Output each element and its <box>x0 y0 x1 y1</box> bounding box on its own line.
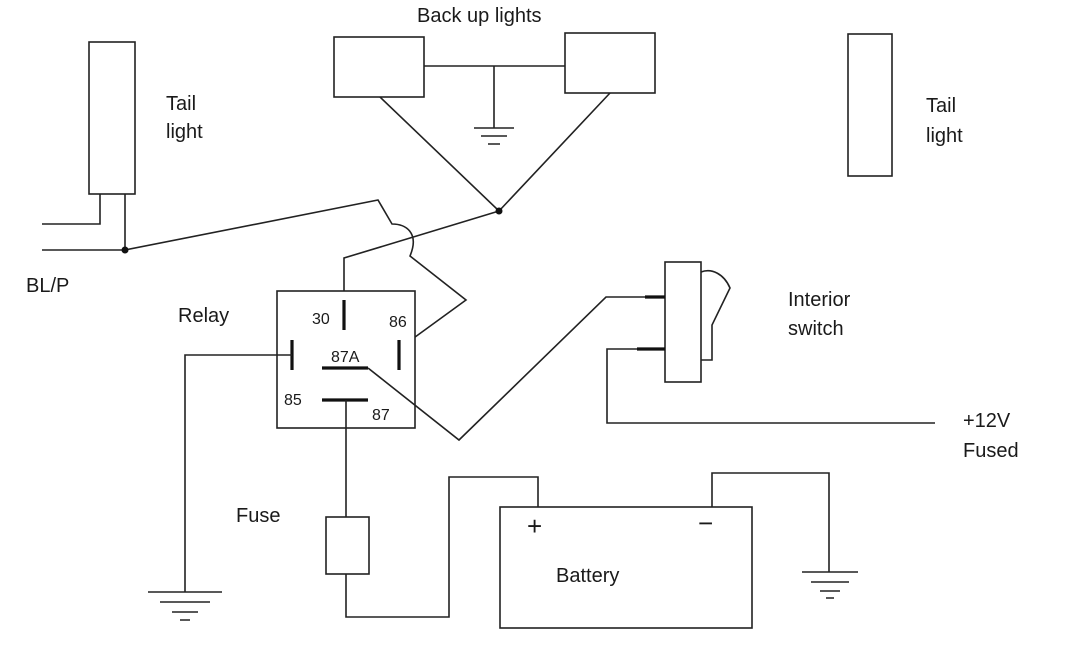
relay-pin-30-label: 30 <box>312 311 330 328</box>
relay-87a-to-switch-wire <box>367 296 648 442</box>
backup-lights-label: Back up lights <box>417 5 542 27</box>
tail-light-right-lamp <box>847 33 893 177</box>
tail-light-left: Tail light <box>42 41 203 250</box>
tail-light-right: Tail light <box>847 33 963 177</box>
relay: Relay 30 86 87A 85 87 <box>178 290 416 429</box>
battery: Battery + − <box>499 472 858 629</box>
bl-p-junction-dot <box>121 246 129 254</box>
relay-pin-87a-label: 87A <box>331 349 360 366</box>
bl-p-label: BL/P <box>26 275 69 297</box>
battery-label: Battery <box>556 565 619 587</box>
battery-negative-wire <box>711 472 830 572</box>
fuse: Fuse <box>236 400 539 618</box>
plus12v-feed: +12V Fused <box>606 348 1019 462</box>
backup-lights: Back up lights <box>333 5 656 213</box>
relay-pin-85-label: 85 <box>284 392 302 409</box>
interior-switch-label-2: switch <box>788 318 844 340</box>
backup-to-relay30-wire <box>343 210 500 300</box>
backup-lights-feed-wires <box>379 92 611 213</box>
tail-light-left-wires <box>42 194 126 250</box>
interior-switch-body <box>664 261 702 383</box>
tail-light-right-label-2: light <box>926 125 963 147</box>
plus12v-feed-wire <box>606 348 935 424</box>
tail-light-left-lamp <box>88 41 136 195</box>
backup-lights-ground-icon <box>474 127 514 145</box>
battery-plus-sign: + <box>527 511 542 541</box>
relay-pin-86-label: 86 <box>389 314 407 331</box>
backup-junction-dot <box>495 207 503 215</box>
tail-light-right-label-1: Tail <box>926 95 956 117</box>
battery-ground-icon <box>802 571 858 599</box>
interior-switch-rocker <box>700 270 731 361</box>
backup-light-left <box>333 36 425 98</box>
relay-85-ground-icon <box>148 591 222 621</box>
backup-light-right <box>564 32 656 94</box>
fuse-label: Fuse <box>236 505 280 527</box>
plus12v-label-2: Fused <box>963 440 1019 462</box>
battery-minus-sign: − <box>698 508 713 538</box>
interior-switch: Interior switch <box>637 261 851 383</box>
fuse-body <box>325 516 370 575</box>
bl-p-wire-group: BL/P <box>26 199 503 349</box>
relay-label: Relay <box>178 305 229 327</box>
tail-light-left-label-2: light <box>166 121 203 143</box>
relay-85-ground <box>148 354 292 621</box>
relay-85-ground-wire <box>184 354 292 592</box>
fuse-to-battery-wire <box>345 476 539 618</box>
relay-pin-87-label: 87 <box>372 407 390 424</box>
bl-p-wire <box>42 199 468 349</box>
tail-light-left-label-1: Tail <box>166 93 196 115</box>
battery-body <box>499 506 753 629</box>
interior-switch-label-1: Interior <box>788 289 851 311</box>
plus12v-label-1: +12V <box>963 410 1011 432</box>
